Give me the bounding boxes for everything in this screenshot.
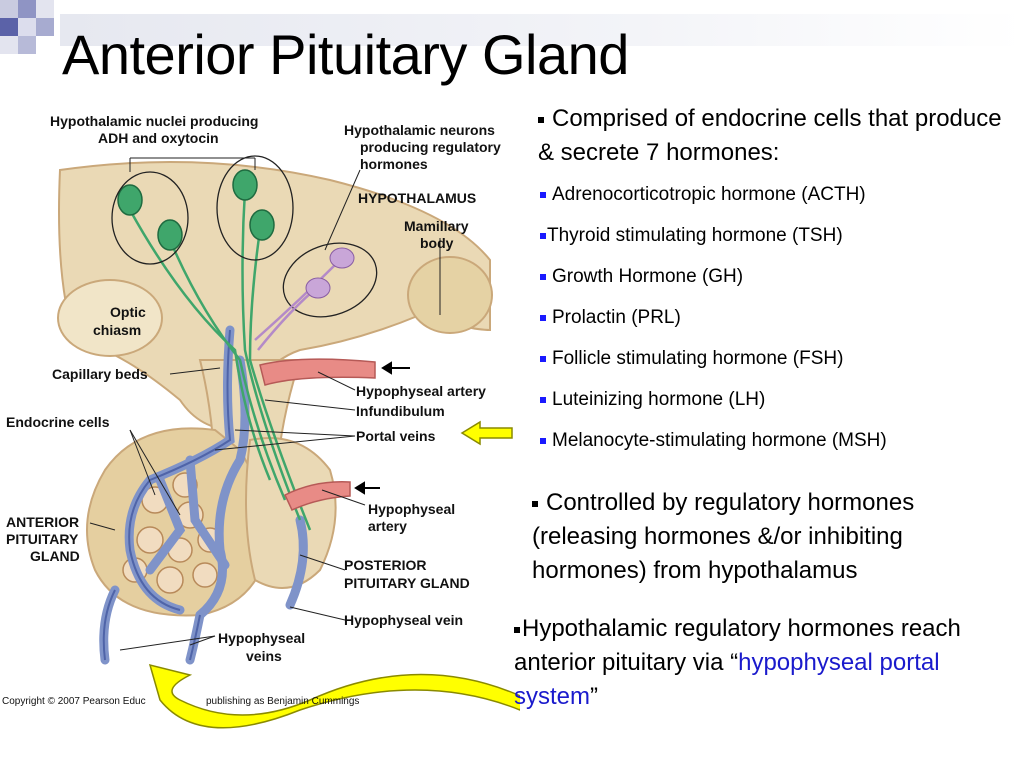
neuron-clusters-outline [111, 155, 378, 318]
title-bar-decoration [60, 14, 1024, 46]
label-hypophyseal-veins-line1: Hypophyseal [218, 630, 305, 646]
portal-highlight: hypophyseal portal system [514, 649, 940, 710]
label-nuclei-line2: ADH and oxytocin [98, 130, 219, 146]
hormone-item: Melanocyte-stimulating hormone (MSH) [540, 428, 1010, 469]
label-anterior-line1: ANTERIOR [6, 514, 79, 530]
label-optic-line1: Optic [110, 304, 146, 320]
label-anterior-line3: GLAND [30, 548, 80, 564]
leader-lines [89, 157, 441, 651]
hormone-item: Luteinizing hormone (LH) [540, 387, 1010, 428]
label-hypophyseal-artery-low-line2: artery [368, 518, 407, 534]
copyright-text: Copyright © 2007 Pearson Educ [2, 696, 146, 707]
hormone-item: Adrenocorticotropic hormone (ACTH) [540, 182, 1010, 223]
pituitary-diagram-svg: Hypothalamic nuclei producing ADH and ox… [2, 113, 526, 729]
bullet-square-icon [540, 437, 546, 444]
mamillary-body [407, 256, 493, 334]
label-neurons-line3: hormones [360, 156, 428, 172]
control-text: Controlled by regulatory hormones (relea… [532, 489, 915, 584]
label-optic-line2: chiasm [93, 322, 141, 338]
control-bullet: Controlled by regulatory hormones (relea… [532, 486, 1012, 588]
portal-veins-yellow-arrow [460, 420, 513, 446]
green-neurons [117, 169, 275, 251]
intro-bullet: Comprised of endocrine cells that produc… [538, 102, 1008, 170]
label-infundibulum: Infundibulum [356, 403, 445, 419]
hypophyseal-arteries [259, 358, 376, 511]
hormone-item: Follicle stimulating hormone (FSH) [540, 346, 1010, 387]
bullet-square-icon [514, 626, 520, 633]
purple-neurons [254, 247, 355, 351]
hormone-item: Prolactin (PRL) [540, 305, 1010, 346]
label-mamillary-line2: body [420, 235, 454, 251]
portal-bullet: Hypothalamic regulatory hormones reach a… [514, 612, 1014, 714]
posterior-pituitary [245, 437, 337, 589]
label-mamillary-line1: Mamillary [404, 218, 469, 234]
portal-system-curved-arrow [148, 663, 526, 729]
bullet-square-icon [538, 116, 544, 123]
endocrine-cells [122, 472, 223, 594]
label-endocrine-cells: Endocrine cells [6, 414, 110, 430]
label-portal-veins: Portal veins [356, 428, 436, 444]
label-neurons-line2: producing regulatory [360, 139, 501, 155]
label-hypophyseal-veins-line2: veins [246, 648, 282, 664]
hormone-list: Adrenocorticotropic hormone (ACTH) Thyro… [540, 182, 1010, 469]
intro-text: Comprised of endocrine cells that produc… [538, 105, 1002, 166]
pituitary-diagram: Hypothalamic nuclei producing ADH and ox… [0, 100, 526, 768]
label-hypothalamus: HYPOTHALAMUS [358, 190, 476, 206]
portal-prefix: Hypothalamic regulatory hormones reach a… [514, 615, 961, 676]
bullet-square-icon [540, 314, 546, 321]
copyright-text-2: publishing as Benjamin Cummings [206, 696, 359, 707]
bullet-square-icon [540, 273, 546, 280]
hormone-item: Thyroid stimulating hormone (TSH) [540, 223, 1010, 264]
label-posterior-line2: PITUITARY GLAND [344, 575, 470, 591]
slide-title: Anterior Pituitary Gland [62, 23, 629, 86]
label-capillary-beds: Capillary beds [52, 366, 148, 382]
label-hypophyseal-artery-top: Hypophyseal artery [356, 383, 486, 399]
label-neurons-line1: Hypothalamic neurons [344, 122, 495, 138]
bullet-square-icon [540, 232, 546, 239]
bullet-square-icon [540, 191, 546, 198]
label-nuclei-line1: Hypothalamic nuclei producing [50, 113, 258, 129]
hormone-item: Growth Hormone (GH) [540, 264, 1010, 305]
bullet-square-icon [540, 355, 546, 362]
bullet-square-icon [540, 396, 546, 403]
portal-suffix: ” [590, 683, 599, 710]
bullet-square-icon [532, 500, 538, 507]
corner-decoration [0, 0, 54, 54]
label-hypophyseal-vein: Hypophyseal vein [344, 612, 463, 628]
optic-chiasm [57, 279, 163, 357]
label-hypophyseal-artery-low-line1: Hypophyseal [368, 501, 455, 517]
artery-pointer-arrows [354, 361, 410, 495]
neuron-axons [128, 189, 312, 531]
label-posterior-line1: POSTERIOR [344, 557, 426, 573]
label-anterior-line2: PITUITARY [6, 531, 79, 547]
